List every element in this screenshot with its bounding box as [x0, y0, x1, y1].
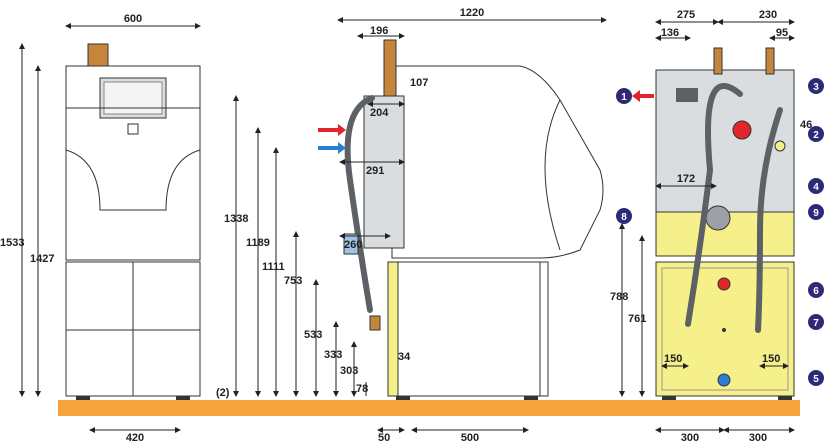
rear-tank-red: [717, 277, 731, 291]
marker-4: 4: [808, 178, 824, 194]
dim-front-width: 600: [124, 13, 142, 25]
marker-1: 1: [616, 88, 632, 104]
side-front-curve: [544, 99, 561, 251]
svg-text:9: 9: [813, 208, 819, 219]
dim-rear-h761: 761: [628, 313, 646, 325]
dim-rear-h788: 788: [610, 291, 628, 303]
rear-top-valve-right: [765, 47, 775, 75]
dim-rear-275: 275: [677, 9, 695, 21]
dim-side-107: 107: [410, 77, 428, 89]
dim-rear-172: 172: [677, 173, 695, 185]
dim-side-h1189: 1189: [246, 237, 270, 249]
marker-5: 5: [808, 370, 824, 386]
side-bottom-fitting: [369, 315, 381, 331]
blue-flow-arrow: [318, 142, 346, 154]
dim-side-h753: 753: [284, 275, 302, 287]
svg-text:2: 2: [813, 130, 819, 141]
dim-front-height-body: 1427: [30, 253, 54, 265]
dim-front-height-total: 1533: [0, 237, 24, 249]
svg-text:4: 4: [813, 182, 819, 193]
dim-side-50: 50: [378, 432, 390, 444]
marker-8: 8: [616, 208, 632, 224]
dim-side-h333: 333: [324, 349, 342, 361]
dim-rear-46: 46: [800, 119, 812, 131]
red-out-arrow: [632, 90, 654, 102]
marker-9: 9: [808, 204, 824, 220]
side-foot-right: [524, 396, 538, 400]
rear-hose-left: [685, 83, 743, 327]
dim-rear-150-right: 150: [762, 353, 780, 365]
side-lower-yellow: [387, 261, 399, 397]
rear-pump: [705, 205, 731, 231]
dim-rear-300-left: 300: [681, 432, 699, 444]
marker-7: 7: [808, 314, 824, 330]
front-panel-curve: [65, 149, 201, 211]
red-flow-arrow: [318, 124, 346, 136]
dim-side-depth: 1220: [460, 7, 484, 19]
floor: [58, 400, 800, 416]
front-logo-badge: [127, 123, 139, 135]
svg-text:1: 1: [621, 92, 627, 103]
side-lower-tank: [387, 261, 549, 397]
svg-text:7: 7: [813, 318, 819, 329]
rear-tank-blue: [717, 373, 731, 387]
side-connection-block: [363, 95, 405, 249]
dim-side-h303: 303: [340, 365, 358, 377]
svg-text:3: 3: [813, 82, 819, 93]
rear-foot-right: [778, 396, 792, 400]
marker-3: 3: [808, 78, 824, 94]
dim-side-h1338: 1338: [224, 213, 248, 225]
rear-hose-right: [755, 107, 783, 333]
dim-front-foot-spacing: 420: [126, 432, 144, 444]
dim-side-500: 500: [461, 432, 479, 444]
svg-text:8: 8: [621, 212, 627, 223]
dim-rear-136: 136: [661, 27, 679, 39]
side-top-valve: [383, 39, 397, 97]
dim-rear-95: 95: [776, 27, 788, 39]
rear-lower-inner: [661, 267, 789, 391]
dim-rear-300-right: 300: [749, 432, 767, 444]
front-top-valve: [87, 43, 109, 67]
dim-rear-150-left: 150: [664, 353, 682, 365]
dim-side-h1111: 1111: [262, 261, 285, 273]
rear-connection-upper: [732, 120, 752, 140]
dim-rear-230: 230: [759, 9, 777, 21]
rear-pipe-box: [676, 88, 698, 102]
rear-view: 275 230 136 95 46 172 788 761 150 150 30…: [610, 9, 824, 444]
side-foot-left: [396, 396, 410, 400]
svg-text:5: 5: [813, 374, 819, 385]
dim-side-291: 291: [366, 165, 384, 177]
rear-connection-right: [774, 140, 786, 152]
rear-tank-center: [722, 328, 726, 332]
rear-top-valve-left: [713, 47, 723, 75]
side-hose: [344, 95, 375, 313]
marker-2: 2: [808, 126, 824, 142]
dim-side-h78: 78: [356, 383, 368, 395]
dim-side-196: 196: [370, 25, 388, 37]
marker-6: 6: [808, 282, 824, 298]
rear-foot-left: [662, 396, 676, 400]
side-upper-body: [391, 65, 604, 259]
svg-text:6: 6: [813, 286, 819, 297]
dim-side-204: 204: [370, 107, 389, 119]
dim-side-34: 34: [398, 351, 411, 363]
front-view: 600 1533 1427 420 (2): [0, 13, 230, 444]
side-view: 1220 196 107 204 291 260 1338 1189 1111 …: [224, 7, 607, 444]
front-display-inner: [103, 81, 163, 115]
front-foot-left: [76, 396, 90, 400]
front-foot-right: [176, 396, 190, 400]
dim-side-h533: 533: [304, 329, 322, 341]
dim-side-260: 260: [344, 239, 362, 251]
front-foot-note: (2): [216, 387, 230, 399]
